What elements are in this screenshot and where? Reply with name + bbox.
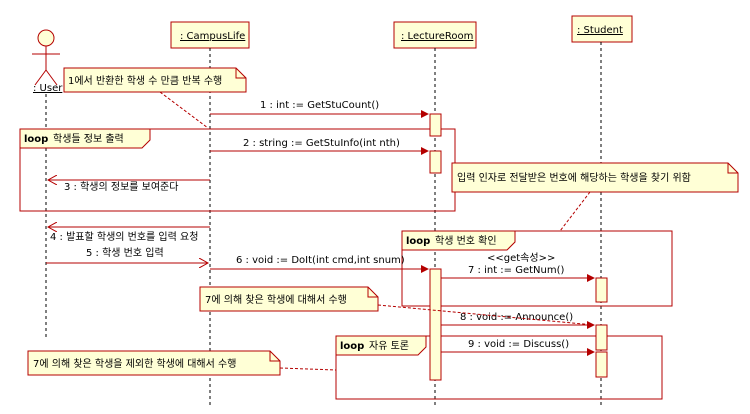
lifeline-campus-life-box [170, 21, 250, 49]
lifeline-student-box [571, 15, 633, 43]
loop-info-condition: 학생들 정보 출력 [53, 133, 124, 145]
activation-lecture-room-2 [429, 150, 442, 174]
note-repeat: 1에서 반환한 학생 수 만큼 반복 수행 [63, 67, 247, 129]
loop-discuss-keyword: loop [340, 341, 364, 352]
message-3-label: 3 : 학생의 정보를 보여준다 [64, 181, 178, 193]
message-6-label: 6 : void := DoIt(int cmd,int snum) [236, 255, 405, 266]
message-7-label: 7 : int := GetNum() [468, 265, 565, 276]
actor-user-label: : User [33, 83, 63, 94]
lifeline-campus-life-label: : CampusLife [180, 31, 245, 42]
activation-lecture-room-1 [429, 113, 442, 137]
loop-fragment-discuss: loop 자유 토론 [335, 335, 663, 400]
actor-user: : User [32, 29, 63, 94]
note-repeat-text: 1에서 반환한 학생 수 만큼 반복 수행 [68, 75, 222, 87]
activation-student-3 [595, 351, 608, 378]
note-find-student-text: 입력 인자로 전달받은 번호에 해당하는 학생을 찾기 위함 [457, 171, 691, 184]
note-announce-target: 7에 의해 찾은 학생에 대해서 수행 [199, 286, 595, 326]
message-5-label: 5 : 학생 번호 입력 [86, 246, 164, 259]
note-announce-target-text: 7에 의해 찾은 학생에 대해서 수행 [205, 293, 347, 306]
message-9-label: 9 : void := Discuss() [468, 339, 569, 350]
note-find-student: 입력 인자로 전달받은 번호에 해당하는 학생을 찾기 위함 [451, 162, 739, 232]
message-4-label: 4 : 발표할 학생의 번호를 입력 요청 [50, 230, 198, 243]
loop-find-keyword: loop [406, 236, 430, 247]
loop-find-condition: 학생 번호 확인 [435, 235, 497, 247]
loop-fragment-info: loop 학생들 정보 출력 [19, 128, 456, 212]
message-7-stereotype: <<get속성>> [487, 252, 555, 264]
lifeline-lecture-room-label: : LectureRoom [401, 31, 473, 42]
loop-discuss-condition: 자유 토론 [369, 340, 409, 352]
note-discuss-target-text: 7에 의해 찾은 학생을 제외한 학생에 대해서 수행 [33, 357, 236, 370]
activation-student-2 [595, 324, 608, 351]
loop-info-keyword: loop [24, 134, 48, 145]
message-2-label: 2 : string := GetStuInfo(int nth) [243, 138, 400, 149]
activation-student-1 [595, 277, 608, 303]
lifeline-student-label: : Student [577, 25, 623, 36]
message-1-label: 1 : int := GetStuCount() [260, 100, 379, 111]
note-discuss-target: 7에 의해 찾은 학생을 제외한 학생에 대해서 수행 [27, 350, 337, 376]
activation-lecture-room-3 [429, 268, 442, 381]
message-8-label: 8 : void := Announce() [460, 312, 573, 323]
